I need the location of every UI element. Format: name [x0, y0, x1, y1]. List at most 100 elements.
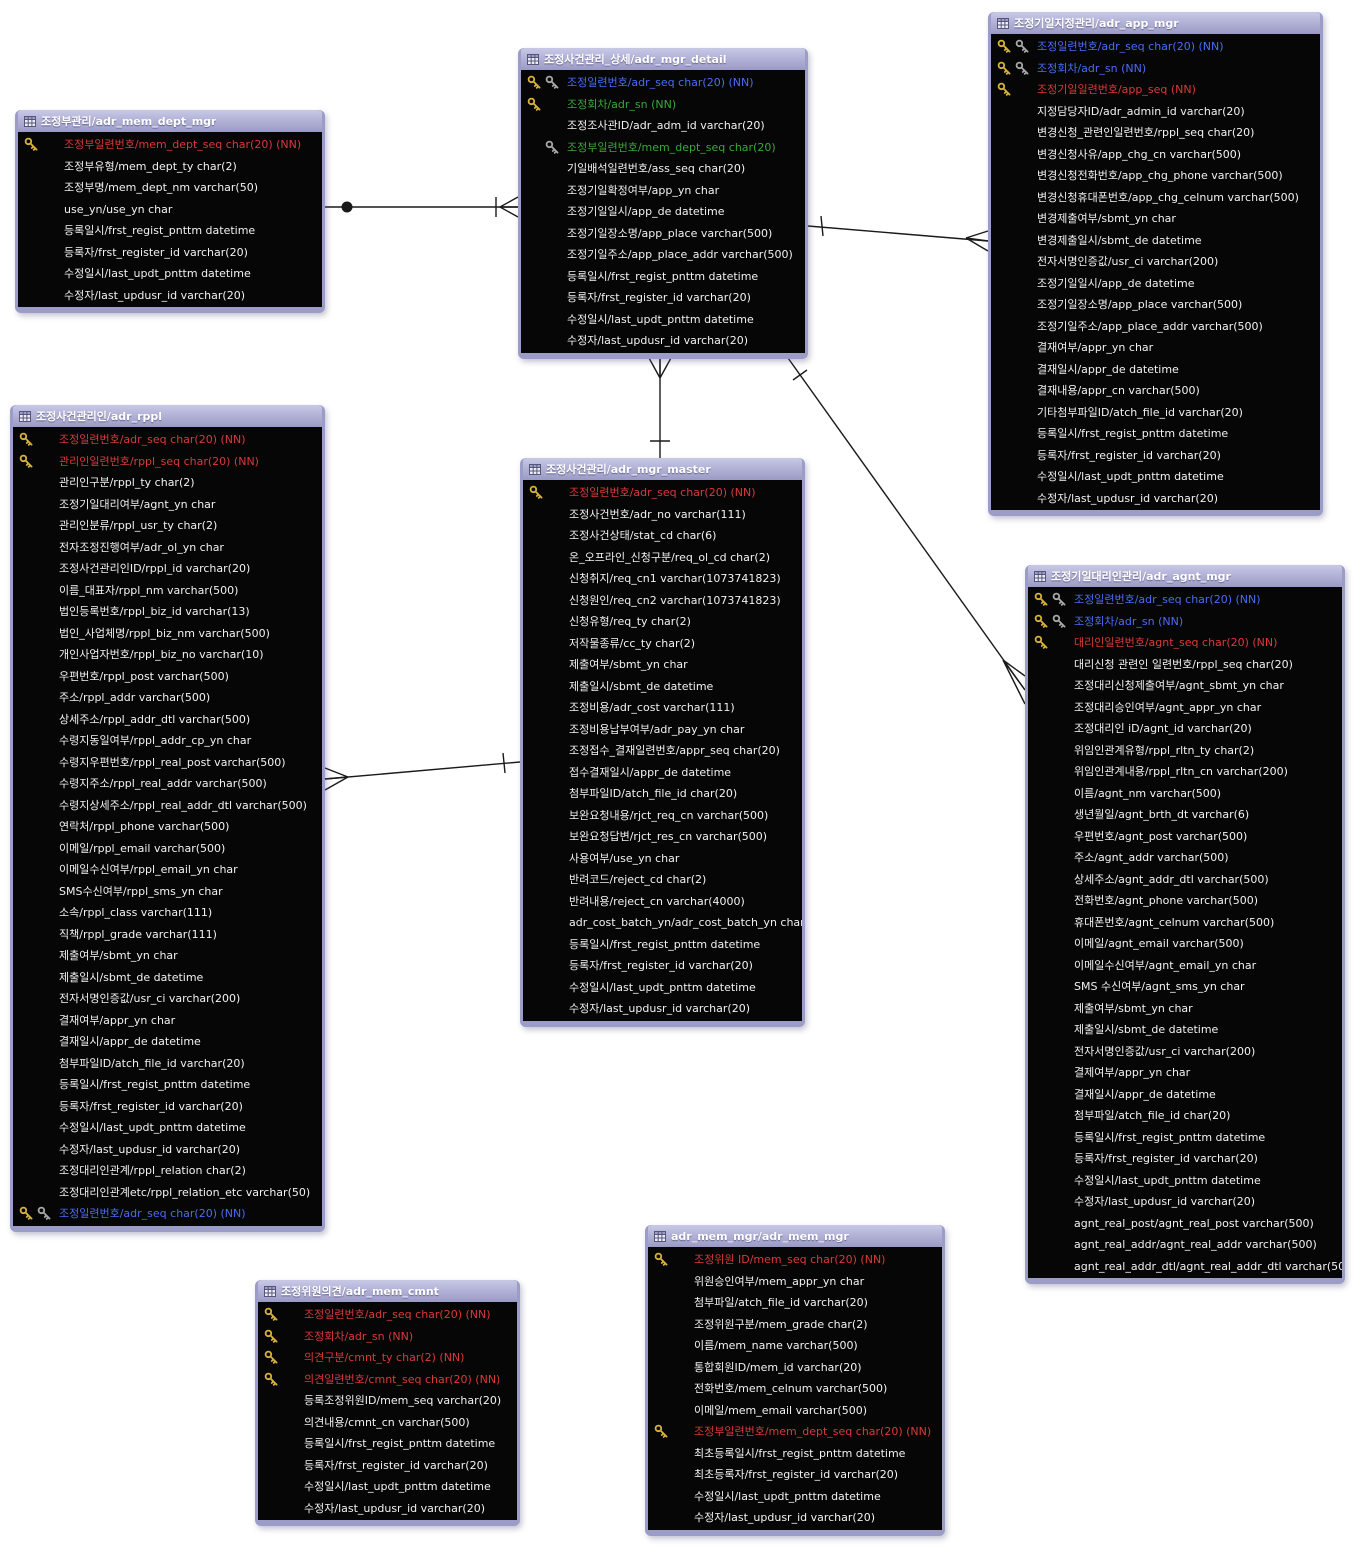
column-row[interactable]: 등록일시/frst_regist_pnttm datetime	[1028, 1127, 1342, 1149]
column-row[interactable]: 수령지동일여부/rppl_addr_cp_yn char	[13, 730, 322, 752]
column-row[interactable]: 조정기일장소명/app_place varchar(500)	[521, 223, 805, 245]
column-row[interactable]: 수정일시/last_updt_pnttm datetime	[1028, 1170, 1342, 1192]
column-row[interactable]: 조정기일장소명/app_place varchar(500)	[991, 294, 1320, 316]
column-row[interactable]: 접수결재일시/appr_de datetime	[523, 762, 802, 784]
entity-header-adr_mem_cmnt[interactable]: 조정위원의견/adr_mem_cmnt	[258, 1280, 517, 1302]
column-row[interactable]: 대리인일련번호/agnt_seq char(20) (NN)	[1028, 632, 1342, 654]
column-row[interactable]: 전자서명인증값/usr_ci varchar(200)	[991, 251, 1320, 273]
column-row[interactable]: 위원승인여부/mem_appr_yn char	[648, 1271, 942, 1293]
column-row[interactable]: 최초등록자/frst_register_id varchar(20)	[648, 1464, 942, 1486]
column-row[interactable]: 수정자/last_updusr_id varchar(20)	[521, 330, 805, 352]
column-row[interactable]: 주소/rppl_addr varchar(500)	[13, 687, 322, 709]
column-row[interactable]: 변경제출일시/sbmt_de datetime	[991, 230, 1320, 252]
column-row[interactable]: 법인등록번호/rppl_biz_id varchar(13)	[13, 601, 322, 623]
column-row[interactable]: 조정기일주소/app_place_addr varchar(500)	[521, 244, 805, 266]
column-row[interactable]: 보완요청내용/rjct_req_cn varchar(500)	[523, 805, 802, 827]
column-row[interactable]: 조정기일확정여부/app_yn char	[521, 180, 805, 202]
column-row[interactable]: 수정일시/last_updt_pnttm datetime	[991, 466, 1320, 488]
entity-header-adr_mgr_master[interactable]: 조정사건관리/adr_mgr_master	[523, 458, 802, 480]
column-row[interactable]: 통합회원ID/mem_id varchar(20)	[648, 1357, 942, 1379]
column-row[interactable]: 주소/agnt_addr varchar(500)	[1028, 847, 1342, 869]
column-row[interactable]: 우편번호/rppl_post varchar(500)	[13, 666, 322, 688]
column-row[interactable]: 등록일시/frst_regist_pnttm datetime	[13, 1074, 322, 1096]
column-row[interactable]: 이메일수신여부/agnt_email_yn char	[1028, 955, 1342, 977]
column-row[interactable]: 휴대폰번호/agnt_celnum varchar(500)	[1028, 912, 1342, 934]
column-row[interactable]: 등록자/frst_register_id varchar(20)	[18, 242, 322, 264]
column-row[interactable]: 수정자/last_updusr_id varchar(20)	[991, 488, 1320, 510]
column-row[interactable]: 수정자/last_updusr_id varchar(20)	[13, 1139, 322, 1161]
column-row[interactable]: 법인_사업체명/rppl_biz_nm varchar(500)	[13, 623, 322, 645]
column-row[interactable]: 등록일시/frst_regist_pnttm datetime	[521, 266, 805, 288]
column-row[interactable]: 전화번호/mem_celnum varchar(500)	[648, 1378, 942, 1400]
column-row[interactable]: SMS수신여부/rppl_sms_yn char	[13, 881, 322, 903]
column-row[interactable]: 수정일시/last_updt_pnttm datetime	[258, 1476, 517, 1498]
column-row[interactable]: 조정대리승인여부/agnt_appr_yn char	[1028, 697, 1342, 719]
column-row[interactable]: 저작물종류/cc_ty char(2)	[523, 633, 802, 655]
column-row[interactable]: 조정대리인 iD/agnt_id varchar(20)	[1028, 718, 1342, 740]
column-row[interactable]: agnt_real_addr/agnt_real_addr varchar(50…	[1028, 1234, 1342, 1256]
column-row[interactable]: 신청원인/req_cn2 varchar(1073741823)	[523, 590, 802, 612]
column-row[interactable]: 위임인관계내용/rppl_rltn_cn varchar(200)	[1028, 761, 1342, 783]
column-row[interactable]: 등록일시/frst_regist_pnttm datetime	[18, 220, 322, 242]
column-row[interactable]: 결제여부/appr_yn char	[1028, 1062, 1342, 1084]
entity-header-adr_mem_dept_mgr[interactable]: 조정부관리/adr_mem_dept_mgr	[18, 110, 322, 132]
column-row[interactable]: 조정일련번호/adr_seq char(20) (NN)	[13, 1203, 322, 1225]
column-row[interactable]: 사용여부/use_yn char	[523, 848, 802, 870]
column-row[interactable]: 신청취지/req_cn1 varchar(1073741823)	[523, 568, 802, 590]
column-row[interactable]: 전자서명인증값/usr_ci varchar(200)	[1028, 1041, 1342, 1063]
column-row[interactable]: 제출일시/sbmt_de datetime	[523, 676, 802, 698]
column-row[interactable]: 조정일련번호/adr_seq char(20) (NN)	[13, 429, 322, 451]
column-row[interactable]: 이메일/agnt_email varchar(500)	[1028, 933, 1342, 955]
relation-dept-detail[interactable]	[325, 196, 519, 218]
column-row[interactable]: 조정기일주소/app_place_addr varchar(500)	[991, 316, 1320, 338]
column-row[interactable]: 의견내용/cmnt_cn varchar(500)	[258, 1412, 517, 1434]
column-row[interactable]: 조정대리인관계etc/rppl_relation_etc varchar(50)	[13, 1182, 322, 1204]
column-row[interactable]: 개인사업자번호/rppl_biz_no varchar(10)	[13, 644, 322, 666]
entity-header-adr_rppl[interactable]: 조정사건관리인/adr_rppl	[13, 405, 322, 427]
column-row[interactable]: 최초등록일시/frst_regist_pnttm datetime	[648, 1443, 942, 1465]
column-row[interactable]: 첨부파일/atch_file_id varchar(20)	[648, 1292, 942, 1314]
column-row[interactable]: 수정자/last_updusr_id varchar(20)	[1028, 1191, 1342, 1213]
column-row[interactable]: 조정비용납부여부/adr_pay_yn char	[523, 719, 802, 741]
column-row[interactable]: 전자조정진행여부/adr_ol_yn char	[13, 537, 322, 559]
entity-header-adr_agnt_mgr[interactable]: 조정기일대리인관리/adr_agnt_mgr	[1028, 565, 1342, 587]
column-row[interactable]: 조정일련번호/adr_seq char(20) (NN)	[258, 1304, 517, 1326]
column-row[interactable]: 등록자/frst_register_id varchar(20)	[521, 287, 805, 309]
column-row[interactable]: 상세주소/rppl_addr_dtl varchar(500)	[13, 709, 322, 731]
relation-master-detail[interactable]	[648, 357, 672, 458]
column-row[interactable]: 수령지주소/rppl_real_addr varchar(500)	[13, 773, 322, 795]
column-row[interactable]: 조정일련번호/adr_seq char(20) (NN)	[1028, 589, 1342, 611]
column-row[interactable]: 수령지우편번호/rppl_real_post varchar(500)	[13, 752, 322, 774]
column-row[interactable]: 제출일시/sbmt_de datetime	[13, 967, 322, 989]
column-row[interactable]: 수정일시/last_updt_pnttm datetime	[18, 263, 322, 285]
column-row[interactable]: 의견일련번호/cmnt_seq char(20) (NN)	[258, 1369, 517, 1391]
column-row[interactable]: 이름/agnt_nm varchar(500)	[1028, 783, 1342, 805]
column-row[interactable]: 변경신청전화번호/app_chg_phone varchar(500)	[991, 165, 1320, 187]
column-row[interactable]: SMS 수신여부/agnt_sms_yn char	[1028, 976, 1342, 998]
column-row[interactable]: 제출일시/sbmt_de datetime	[1028, 1019, 1342, 1041]
column-row[interactable]: 조정부유형/mem_dept_ty char(2)	[18, 156, 322, 178]
column-row[interactable]: 결재일시/appr_de datetime	[1028, 1084, 1342, 1106]
column-row[interactable]: 등록자/frst_register_id varchar(20)	[13, 1096, 322, 1118]
column-row[interactable]: 직책/rppl_grade varchar(111)	[13, 924, 322, 946]
column-row[interactable]: 조정회차/adr_sn (NN)	[991, 58, 1320, 80]
column-row[interactable]: 반려내용/reject_cn varchar(4000)	[523, 891, 802, 913]
column-row[interactable]: 변경신청_관련인일련번호/rppl_seq char(20)	[991, 122, 1320, 144]
column-row[interactable]: 지정담당자ID/adr_admin_id varchar(20)	[991, 101, 1320, 123]
column-row[interactable]: 수정일시/last_updt_pnttm datetime	[13, 1117, 322, 1139]
entity-header-adr_mem_mgr[interactable]: adr_mem_mgr/adr_mem_mgr	[648, 1225, 942, 1247]
column-row[interactable]: 보완요청답변/rjct_res_cn varchar(500)	[523, 826, 802, 848]
column-row[interactable]: 수정일시/last_updt_pnttm datetime	[523, 977, 802, 999]
column-row[interactable]: 조정부일련번호/mem_dept_seq char(20)	[521, 137, 805, 159]
column-row[interactable]: 조정부일련번호/mem_dept_seq char(20) (NN)	[648, 1421, 942, 1443]
column-row[interactable]: 조정접수_결재일련번호/appr_seq char(20)	[523, 740, 802, 762]
column-row[interactable]: 조정기일일시/app_de datetime	[521, 201, 805, 223]
column-row[interactable]: 우편번호/agnt_post varchar(500)	[1028, 826, 1342, 848]
column-row[interactable]: 관리인구분/rppl_ty char(2)	[13, 472, 322, 494]
